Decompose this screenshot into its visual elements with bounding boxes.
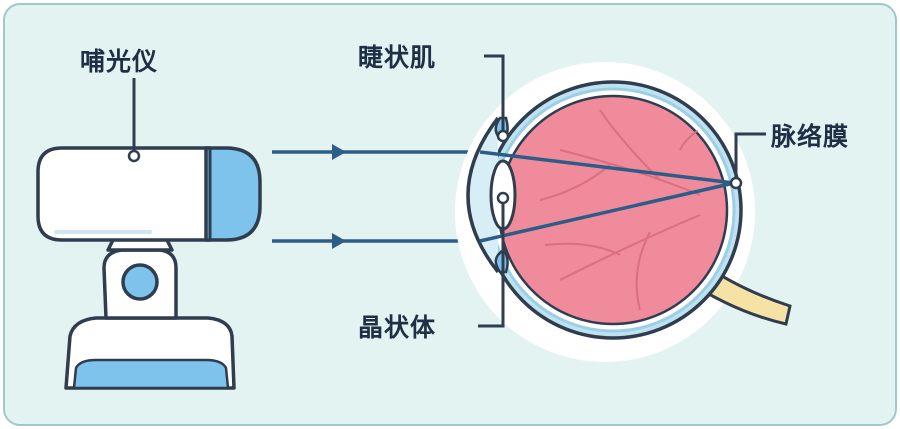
light-rays (272, 144, 480, 249)
device-dot (127, 149, 141, 163)
leader-lines (132, 54, 766, 328)
label-lens: 晶状体 (358, 313, 437, 342)
device-lens-cap (204, 146, 262, 242)
focused-rays (479, 150, 735, 243)
ciliary-dot (496, 129, 510, 143)
ray-upper-arrow (332, 144, 346, 160)
ray-lower-focus (479, 181, 735, 243)
label-ciliary-muscle: 睫状肌 (358, 43, 437, 72)
light-therapy-device (36, 146, 262, 390)
ray-lower-arrow (332, 233, 346, 249)
device-base-blue (72, 358, 230, 390)
cornea (466, 116, 500, 274)
ciliary-leader (484, 54, 505, 136)
ray-upper-focus (479, 150, 735, 185)
label-choroid: 脉络膜 (771, 122, 850, 151)
label-device: 哺光仪 (80, 47, 159, 76)
device-knob (121, 263, 159, 301)
lens-leader (478, 202, 505, 328)
leader-dots (127, 129, 743, 205)
choroid-leader (734, 132, 766, 181)
choroid-dot (729, 176, 743, 190)
device-body (36, 146, 212, 242)
lens-dot (496, 191, 510, 205)
